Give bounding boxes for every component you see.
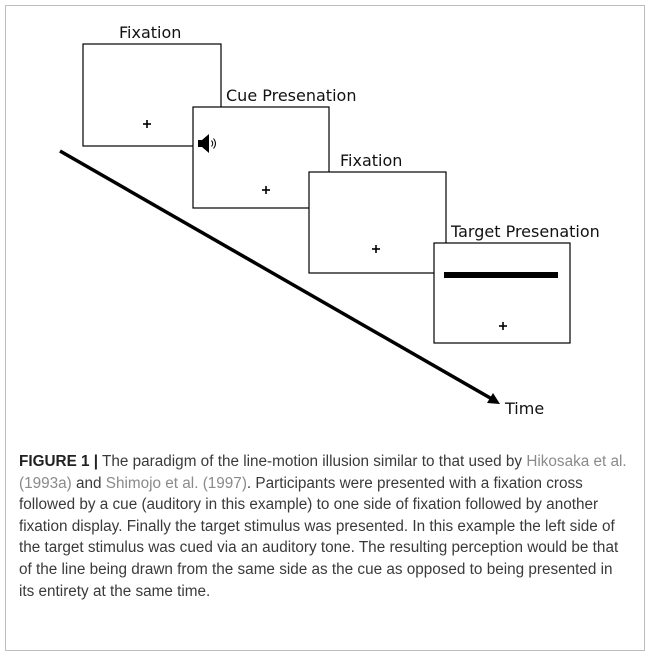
panel-title: Fixation xyxy=(119,23,181,42)
fixation-cross xyxy=(499,322,507,330)
reference-link-hikosaka[interactable]: Hikosaka et al. (1993a) xyxy=(19,453,627,492)
panel-target-presentation: Target Presenation xyxy=(433,222,600,344)
caption-text: . Participants were presented with a fix… xyxy=(19,474,619,600)
panel-fixation-2: Fixation xyxy=(308,151,447,274)
panel-title: Cue Presenation xyxy=(226,86,356,105)
panel-cue-presentation: Cue Presenation xyxy=(192,86,356,209)
fixation-cross xyxy=(372,245,380,253)
caption-text: and xyxy=(71,474,106,492)
fixation-cross xyxy=(143,120,151,128)
caption-text: The paradigm of the line-motion illusion… xyxy=(98,453,527,470)
fixation-cross xyxy=(262,186,270,194)
panel-title: Fixation xyxy=(340,151,402,170)
time-arrow xyxy=(59,149,500,404)
figure-label: FIGURE 1 | xyxy=(19,453,99,470)
target-line xyxy=(444,272,558,278)
time-label: Time xyxy=(504,399,544,418)
figure-caption: FIGURE 1 | The paradigm of the line-moti… xyxy=(19,451,631,602)
speaker-icon xyxy=(198,134,216,153)
panel-title: Target Presenation xyxy=(450,222,600,241)
paradigm-diagram: Fixation Cue Presenation Fixation xyxy=(59,23,600,418)
reference-link-shimojo[interactable]: Shimojo et al. (1997) xyxy=(105,474,247,492)
